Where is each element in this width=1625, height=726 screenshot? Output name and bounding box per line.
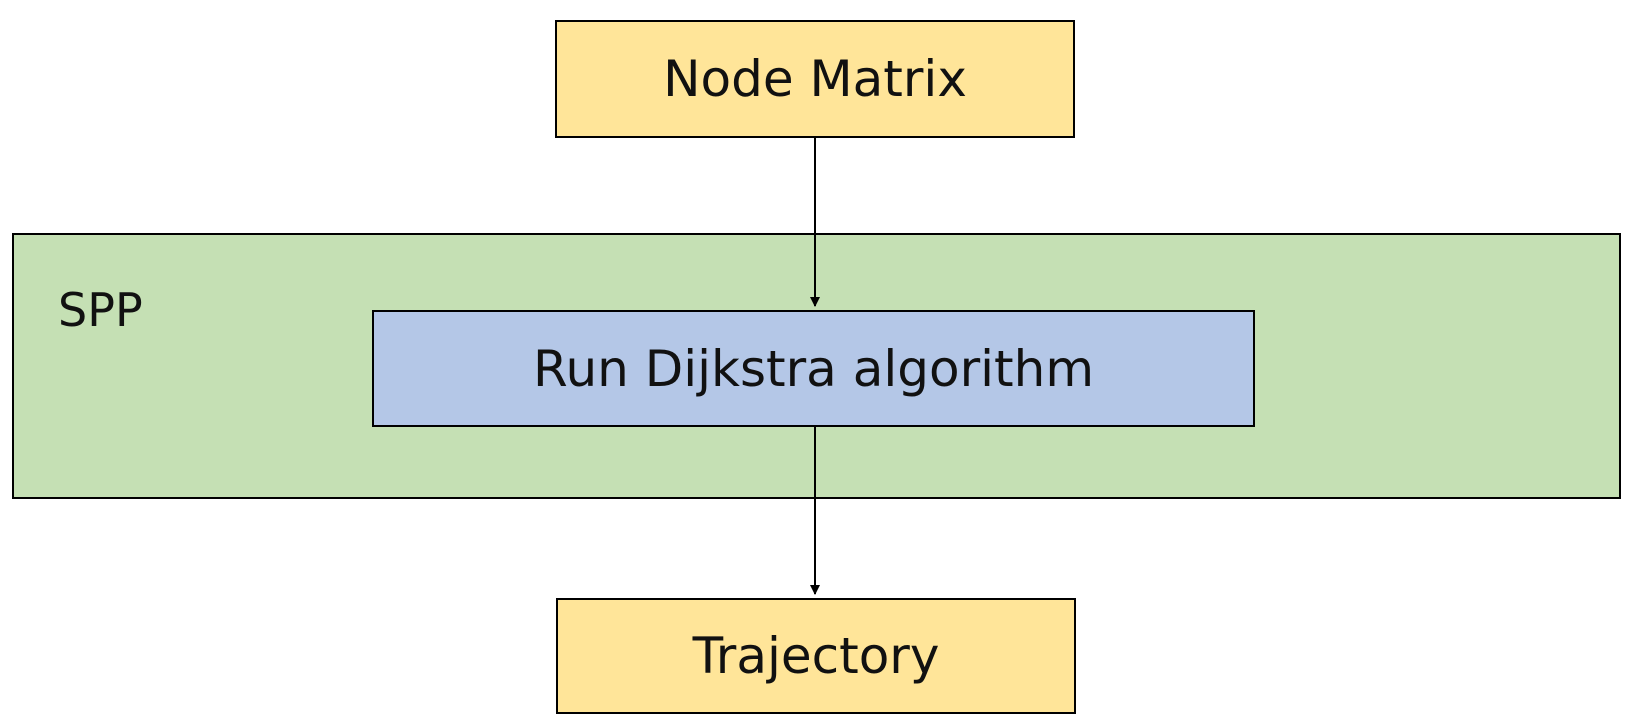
node-matrix-label: Node Matrix (663, 50, 967, 108)
spp-group-label: SPP (58, 283, 143, 337)
run-dijkstra-label: Run Dijkstra algorithm (532, 339, 1095, 398)
run-dijkstra-box: Run Dijkstra algorithm (372, 310, 1255, 427)
node-matrix-box: Node Matrix (555, 20, 1075, 138)
trajectory-box: Trajectory (556, 598, 1076, 714)
trajectory-label: Trajectory (692, 627, 940, 685)
